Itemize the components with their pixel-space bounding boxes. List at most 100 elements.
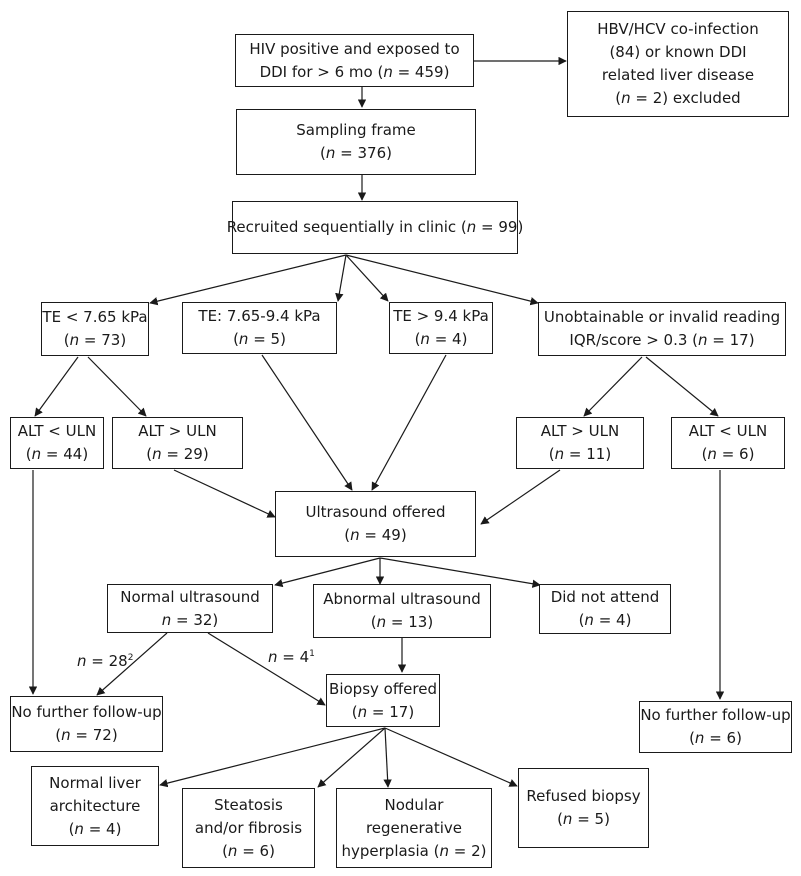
box-no-followup-left: No further follow-up (n = 72) <box>10 696 163 752</box>
box-biopsy-line2: (n = 17) <box>352 701 414 724</box>
box-nodular-l3a: hyperplasia ( <box>341 841 440 860</box>
box-abnormal-us-line1: Abnormal ultrasound <box>323 590 481 608</box>
box-alt-gt-29-l2a: ( <box>146 445 153 463</box>
box-excluded-line4: (n = 2) excluded <box>615 87 740 110</box>
box-sampling-l2b: = 376) <box>335 144 392 162</box>
box-ultrasound-line2: (n = 49) <box>344 524 406 547</box>
box-refused-line2: (n = 5) <box>557 808 610 831</box>
box-te-high-l2b: = 4) <box>429 330 468 348</box>
box-alt-gt-11-line2: (n = 11) <box>549 443 611 466</box>
box-ultrasound-l2b: = 49) <box>359 526 407 544</box>
box-biopsy-offered: Biopsy offered (n = 17) <box>326 674 440 727</box>
arrow-biopsy-to-steatosis <box>317 727 386 788</box>
box-sampling-n: n <box>325 144 336 162</box>
edge-label-n28: n = 282 <box>77 652 133 670</box>
box-dna-line1: Did not attend <box>550 588 660 606</box>
box-steatosis: Steatosis and/or fibrosis (n = 6) <box>182 788 315 868</box>
box-recruited-line1: Recruited sequentially in clinic (n = 99… <box>227 216 524 239</box>
box-alt-gt-29-line2: (n = 29) <box>146 443 208 466</box>
arrow-te-high-to-us <box>371 354 447 491</box>
box-excluded-line1: HBV/HCV co-infection <box>597 20 759 38</box>
box-normal-liver-line1: Normal liver <box>49 773 141 792</box>
box-normal-liver-n: n <box>74 819 84 838</box>
edge-label-n4-sup: 1 <box>309 649 315 659</box>
box-refused-line1: Refused biopsy <box>526 787 641 805</box>
arrow-biopsy-to-normal-liver <box>159 727 386 788</box>
box-nofollow-right-l2a: ( <box>689 729 695 747</box>
box-alt-lt-44-l2a: ( <box>25 445 32 463</box>
box-te-high-n: n <box>420 330 430 348</box>
box-recruited-l1b: = 99) <box>476 218 524 236</box>
box-steatosis-line3: (n = 6) <box>222 840 275 863</box>
box-refused-l2a: ( <box>557 810 563 828</box>
box-excluded-line3: related liver disease <box>601 66 755 84</box>
box-nofollow-left-l2a: ( <box>55 726 62 744</box>
box-nofollow-right-line1: No further follow-up <box>640 706 791 724</box>
box-no-followup-right: No further follow-up (n = 6) <box>639 701 792 753</box>
arrow-alt29-to-us <box>173 469 276 518</box>
arrow-recruited-to-te-low <box>149 254 347 306</box>
box-te-high-line2: (n = 4) <box>415 328 468 351</box>
box-nofollow-left-line1: No further follow-up <box>11 703 162 721</box>
box-alt-gt-11: ALT > ULN (n = 11) <box>516 417 644 469</box>
arrow-biopsy-to-nodular <box>383 727 392 788</box>
edge-label-n4-n: n <box>268 648 278 666</box>
box-dna-l2b: = 4) <box>593 611 632 629</box>
box-nofollow-right-n: n <box>694 729 705 747</box>
box-ultrasound-n: n <box>350 526 360 544</box>
box-unobtainable-line1: Unobtainable or invalid reading <box>543 308 781 326</box>
box-hiv-n: n <box>383 62 393 81</box>
box-hiv-line1: HIV positive and exposed to <box>249 39 460 58</box>
box-nodular-line1: Nodular <box>384 795 444 814</box>
arrow-unob-to-alt6 <box>645 356 719 417</box>
box-alt-lt-6-l2b: = 6) <box>716 445 755 463</box>
box-alt-lt-6-line1: ALT < ULN <box>688 422 768 440</box>
box-alt-gt-11-n: n <box>554 445 565 463</box>
arrow-recruited-to-te-mid <box>335 254 347 302</box>
box-excluded-line2: (84) or known DDI <box>609 43 747 61</box>
box-dna-n: n <box>584 611 594 629</box>
box-excluded-n: n <box>621 89 631 107</box>
box-ultrasound-line1: Ultrasound offered <box>305 503 446 521</box>
box-nofollow-left-l2b: = 72) <box>70 726 118 744</box>
box-hiv-line2-b: = 459) <box>392 62 450 81</box>
box-alt-lt-44: ALT < ULN (n = 44) <box>10 417 104 469</box>
box-did-not-attend: Did not attend (n = 4) <box>539 584 671 634</box>
box-te-low-l2b: = 73) <box>79 331 127 349</box>
arrow-normal-to-nofollow <box>96 632 168 696</box>
box-alt-gt-29: ALT > ULN (n = 29) <box>112 417 243 469</box>
box-alt-lt-44-line1: ALT < ULN <box>17 422 97 440</box>
box-te-high-l2a: ( <box>414 330 421 348</box>
box-hiv-line2: DDI for > 6 mo (n = 459) <box>260 61 450 84</box>
box-abnormal-us-l2b: = 13) <box>386 613 434 631</box>
box-abnormal-us-n: n <box>376 613 387 631</box>
box-normal-ultrasound: Normal ultrasound n = 32) <box>107 584 273 633</box>
box-dna-l2a: ( <box>578 611 585 629</box>
box-excluded-l4b: = 2) excluded <box>630 89 741 107</box>
box-excluded-l4a: ( <box>615 89 622 107</box>
box-te-high-line1: TE > 9.4 kPa <box>393 307 489 325</box>
box-nodular-line3: hyperplasia (n = 2) <box>342 840 487 863</box>
edge-label-n4: n = 41 <box>268 648 315 666</box>
box-unobtainable-l2a: IQR/score > 0.3 ( <box>569 331 699 349</box>
arrow-recruited-to-te-high <box>345 254 389 302</box>
box-alt-gt-11-l2a: ( <box>548 445 555 463</box>
arrow-biopsy-to-refused <box>384 727 518 787</box>
arrow-te-mid-to-us <box>261 354 353 491</box>
box-recruited-n: n <box>466 218 477 236</box>
box-unobtainable-line2: IQR/score > 0.3 (n = 17) <box>569 329 754 352</box>
box-recruited-l1a: Recruited sequentially in clinic ( <box>226 218 467 236</box>
box-excluded: HBV/HCV co-infection (84) or known DDI r… <box>567 11 789 117</box>
box-te-high: TE > 9.4 kPa (n = 4) <box>389 302 493 354</box>
arrow-unob-to-alt11 <box>583 356 643 417</box>
arrow-alt11-to-us <box>480 469 561 525</box>
box-te-low-l2a: ( <box>63 331 70 349</box>
box-recruited: Recruited sequentially in clinic (n = 99… <box>227 201 523 254</box>
box-alt-lt-6-line2: (n = 6) <box>702 443 755 466</box>
box-te-low-line2: (n = 73) <box>64 329 126 352</box>
box-steatosis-l3b: = 6) <box>237 841 275 860</box>
box-te-mid: TE: 7.65-9.4 kPa (n = 5) <box>182 302 337 354</box>
box-normal-us-line2: n = 32) <box>162 609 219 632</box>
box-biopsy-line1: Biopsy offered <box>329 679 437 698</box>
box-biopsy-n: n <box>357 702 368 721</box>
